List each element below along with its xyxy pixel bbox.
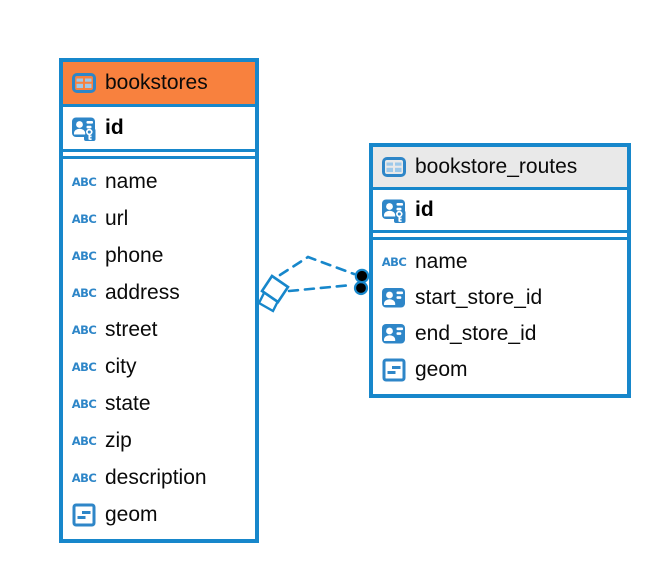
column-row-geom[interactable]: geom <box>373 352 627 388</box>
column-row-description[interactable]: ABC description <box>63 459 255 496</box>
column-label: address <box>105 280 180 304</box>
text-type-icon: ABC <box>71 248 97 263</box>
column-row-url[interactable]: ABC url <box>63 200 255 237</box>
column-label: description <box>105 465 207 489</box>
id-reference-icon <box>381 285 407 311</box>
column-label: url <box>105 206 129 230</box>
table-columns-section: ABC name ABC url ABC phone ABC address A… <box>63 156 255 539</box>
column-row-address[interactable]: ABC address <box>63 274 255 311</box>
column-row-id[interactable]: id <box>373 190 627 233</box>
column-label: id <box>105 116 124 139</box>
column-row-zip[interactable]: ABC zip <box>63 422 255 459</box>
column-label: city <box>105 354 137 378</box>
table-title: bookstore_routes <box>415 155 578 178</box>
text-type-icon: ABC <box>71 359 97 374</box>
column-label: street <box>105 317 158 341</box>
table-bookstores[interactable]: bookstores id ABC name ABC url ABC phone… <box>59 58 259 543</box>
table-title: bookstores <box>105 71 208 94</box>
column-label: end_store_id <box>415 322 537 345</box>
table-icon <box>381 154 407 180</box>
relationship-line-upper[interactable] <box>278 255 356 277</box>
column-label: zip <box>105 428 132 452</box>
text-type-icon: ABC <box>71 211 97 226</box>
table-columns-section: ABC name start_store_id end_store_id ge <box>373 237 627 394</box>
column-row-name[interactable]: ABC name <box>63 163 255 200</box>
text-type-icon: ABC <box>71 396 97 411</box>
relationship-diamond-marker[interactable] <box>257 274 290 313</box>
text-type-icon: ABC <box>71 470 97 485</box>
column-row-state[interactable]: ABC state <box>63 385 255 422</box>
column-label: geom <box>415 358 468 381</box>
geometry-type-icon <box>381 357 407 383</box>
column-label: geom <box>105 502 158 526</box>
column-label: id <box>415 198 434 221</box>
text-type-icon: ABC <box>71 433 97 448</box>
column-row-id[interactable]: id <box>63 107 255 152</box>
column-row-start-store-id[interactable]: start_store_id <box>373 280 627 316</box>
column-row-geom[interactable]: geom <box>63 496 255 533</box>
column-row-city[interactable]: ABC city <box>63 348 255 385</box>
text-type-icon: ABC <box>71 285 97 300</box>
text-type-icon: ABC <box>71 174 97 189</box>
column-row-street[interactable]: ABC street <box>63 311 255 348</box>
geometry-type-icon <box>71 502 97 528</box>
table-bookstores-header[interactable]: bookstores <box>63 62 255 107</box>
text-type-icon: ABC <box>381 255 407 269</box>
column-label: state <box>105 391 151 415</box>
relationship-line-lower[interactable] <box>287 283 354 293</box>
table-bookstore-routes[interactable]: bookstore_routes id ABC name start_store… <box>369 143 631 398</box>
column-label: start_store_id <box>415 286 543 309</box>
id-reference-icon <box>381 321 407 347</box>
column-label: phone <box>105 243 164 267</box>
table-bookstore-routes-header[interactable]: bookstore_routes <box>373 147 627 190</box>
id-primary-key-icon <box>71 115 97 141</box>
text-type-icon: ABC <box>71 322 97 337</box>
column-row-phone[interactable]: ABC phone <box>63 237 255 274</box>
relationship-dot-markers[interactable] <box>353 268 370 296</box>
column-label: name <box>415 250 468 273</box>
table-icon <box>71 70 97 96</box>
column-label: name <box>105 169 158 193</box>
column-row-name[interactable]: ABC name <box>373 244 627 280</box>
id-primary-key-icon <box>381 197 407 223</box>
column-row-end-store-id[interactable]: end_store_id <box>373 316 627 352</box>
